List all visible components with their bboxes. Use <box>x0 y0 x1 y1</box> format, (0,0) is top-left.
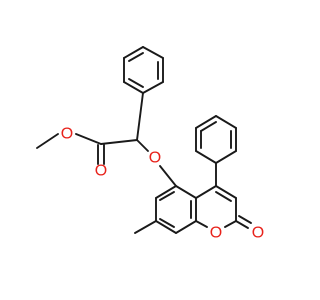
bond <box>134 220 157 234</box>
bond <box>128 78 144 88</box>
bond <box>235 220 249 229</box>
bond <box>136 139 149 152</box>
bond <box>142 46 164 59</box>
bond <box>155 185 177 199</box>
bond <box>215 150 237 164</box>
bonds <box>36 46 252 234</box>
bond <box>224 220 237 228</box>
bond <box>155 220 177 234</box>
bond <box>136 92 144 141</box>
bond <box>195 115 217 129</box>
bond <box>215 115 237 129</box>
bond <box>195 150 217 164</box>
bond <box>123 81 144 94</box>
bond <box>175 220 197 234</box>
oxygen-atom-label: O <box>252 225 264 242</box>
bond <box>195 220 208 228</box>
bond <box>238 215 252 224</box>
bond <box>215 191 232 202</box>
oxygen-atom-label: O <box>210 225 222 242</box>
bond <box>123 46 144 59</box>
bond <box>36 133 59 149</box>
bond <box>195 185 217 199</box>
bond <box>75 133 102 145</box>
oxygen-atom-label: O <box>61 126 73 143</box>
bond <box>175 185 197 199</box>
molecule-diagram: O O O O O <box>36 46 264 242</box>
bond <box>159 218 175 228</box>
bond <box>159 165 177 187</box>
oxygen-atom-label: O <box>149 150 161 167</box>
bond <box>142 81 164 94</box>
bond <box>159 191 175 201</box>
bond <box>200 121 217 132</box>
bond <box>100 139 138 145</box>
oxygen-atom-label: O <box>95 163 107 180</box>
atom-labels: O O O O O <box>61 126 264 242</box>
bond <box>128 52 144 62</box>
bond <box>215 185 237 199</box>
